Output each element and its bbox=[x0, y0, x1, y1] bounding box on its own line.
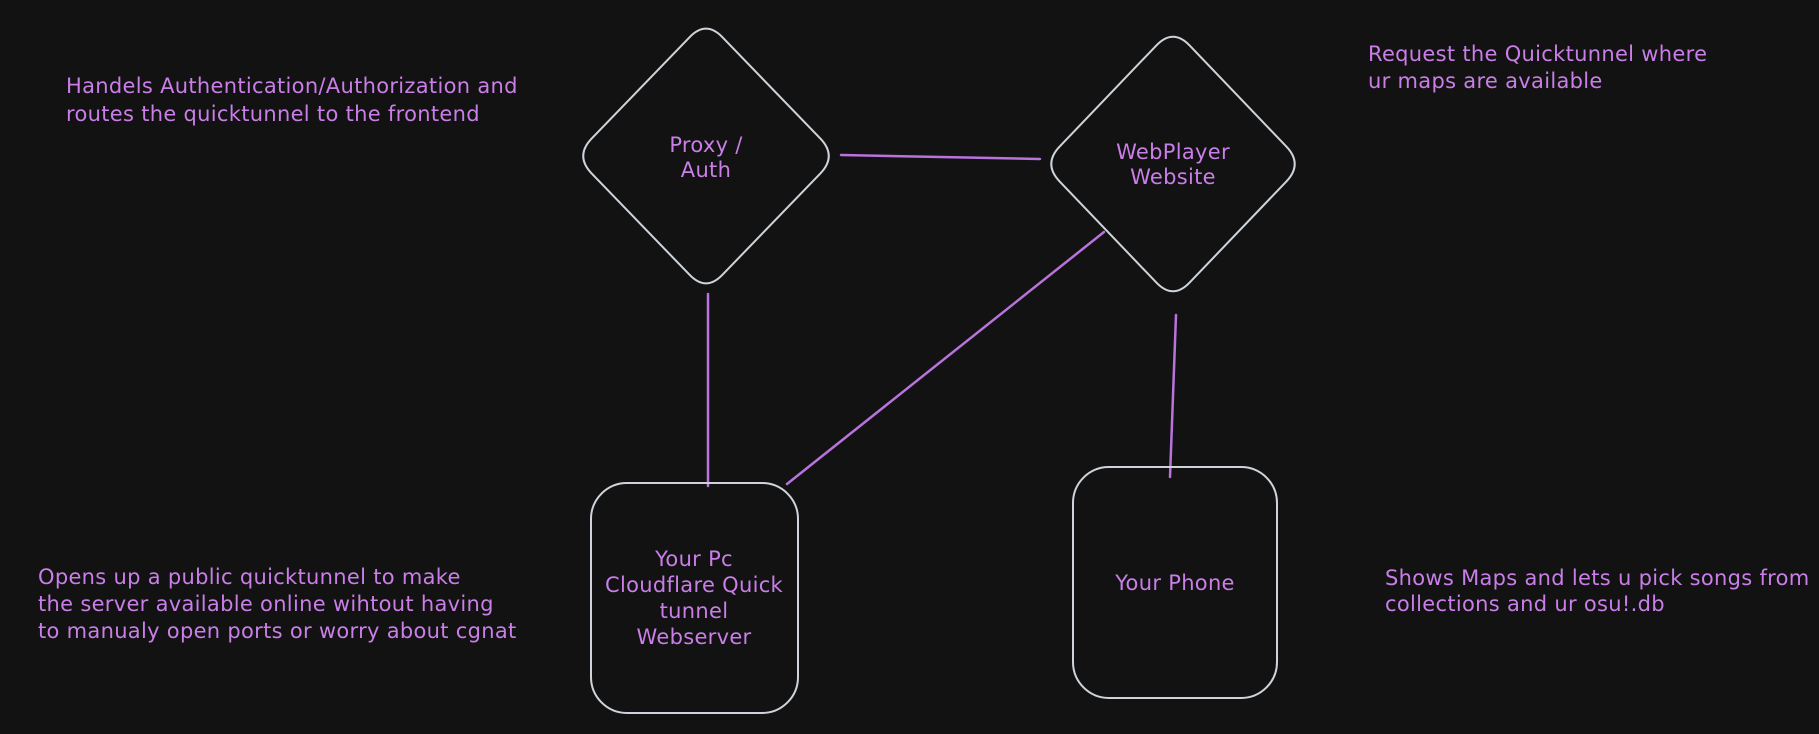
edge-webplayer-phone[interactable] bbox=[1168, 313, 1178, 479]
annotation-line: Handels Authentication/Authorization and bbox=[66, 74, 518, 98]
annotation-top-right[interactable]: Request the Quicktunnel where ur maps ar… bbox=[1368, 41, 1707, 95]
edge-proxy-webplayer[interactable] bbox=[839, 153, 1042, 161]
node-label-line: Your Phone bbox=[1115, 571, 1235, 595]
node-label-proxy-auth: Proxy / Auth bbox=[669, 133, 742, 183]
node-shape-proxy-auth[interactable] bbox=[582, 27, 830, 285]
annotation-line: collections and ur osu!.db bbox=[1385, 592, 1665, 616]
node-label-webplayer: WebPlayer Website bbox=[1116, 140, 1230, 190]
node-label-line: Auth bbox=[680, 158, 732, 182]
annotation-line: the server available online wihtout havi… bbox=[38, 592, 494, 616]
annotation-line: routes the quicktunnel to the frontend bbox=[66, 102, 480, 126]
annotation-bottom-left[interactable]: Opens up a public quicktunnel to make th… bbox=[38, 564, 517, 645]
node-label-line: Your Pc bbox=[655, 547, 733, 571]
node-shape-phone[interactable] bbox=[1072, 466, 1278, 699]
annotation-bottom-right[interactable]: Shows Maps and lets u pick songs from co… bbox=[1385, 565, 1810, 617]
annotation-line: Opens up a public quicktunnel to make bbox=[38, 565, 461, 589]
annotation-line: to manualy open ports or worry about cgn… bbox=[38, 619, 517, 643]
node-label-line: tunnel bbox=[659, 599, 729, 623]
node-shape-webplayer[interactable] bbox=[1050, 35, 1296, 293]
node-label-line: WebPlayer bbox=[1116, 140, 1230, 164]
annotation-line: Request the Quicktunnel where bbox=[1368, 42, 1708, 66]
node-label-pc-webserver: Your Pc Cloudflare Quick tunnel Webserve… bbox=[605, 546, 783, 650]
annotation-line: ur maps are available bbox=[1368, 69, 1603, 93]
node-label-line: Website bbox=[1130, 165, 1216, 189]
node-label-line: Webserver bbox=[636, 625, 752, 649]
node-label-phone: Your Phone bbox=[1115, 571, 1235, 596]
annotation-top-left[interactable]: Handels Authentication/Authorization and… bbox=[66, 72, 518, 128]
edge-webplayer-pc-webserver[interactable] bbox=[785, 230, 1106, 486]
node-label-line: Cloudflare Quick bbox=[604, 573, 784, 597]
node-label-line: Proxy / bbox=[669, 133, 743, 157]
node-shape-pc-webserver[interactable] bbox=[590, 482, 799, 714]
annotation-line: Shows Maps and lets u pick songs from bbox=[1385, 566, 1810, 590]
